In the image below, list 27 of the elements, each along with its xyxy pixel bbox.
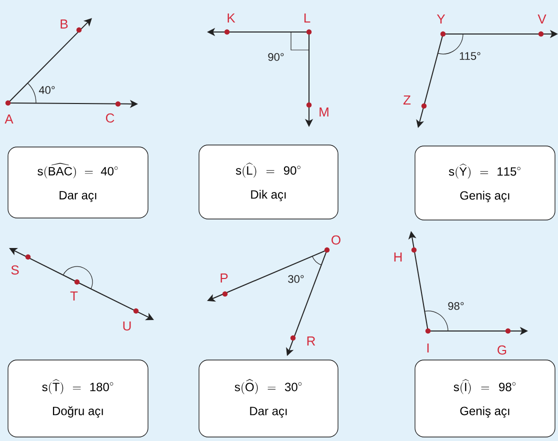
angle-measure: 90° <box>268 53 284 61</box>
point-label: R <box>307 336 316 346</box>
angle-card: $\mathsf{s}(\widehat{\mathsf{Y}}) = \mathsf{115}^{\circ}$ Geniş açı <box>414 146 556 220</box>
angle-card: $\mathsf{s}(\widehat{\mathsf{L}}) = \mathsf{90}^{\circ}$ Dik açı <box>198 144 338 220</box>
point-label: H <box>394 252 402 262</box>
point-label: V <box>538 14 546 24</box>
point-label: T <box>70 292 78 300</box>
angle-measure: 115° <box>460 52 480 60</box>
point-label: K <box>228 14 236 22</box>
point-label: C <box>106 113 114 123</box>
angle-measure: 40° <box>38 86 55 94</box>
angle-card: $\mathsf{s}(\widehat{\mathsf{T}}) = \mathsf{180}^{\circ}$ Doğru açı <box>8 360 148 438</box>
angle-measure: 30° <box>288 275 304 283</box>
point-label: P <box>220 274 228 282</box>
point-label: L <box>304 14 310 22</box>
angle-card: $\mathsf{s}(\widehat{\mathsf{O}}) = \mathsf{30}^{\circ}$ Dar açı <box>198 360 338 438</box>
point-label: O <box>332 235 340 245</box>
point-label: Z <box>403 96 411 104</box>
angle-card: $\mathsf{s}(\widehat{\mathsf{I}}) = \mathsf{98}^{\circ}$ Geniş açı <box>414 360 556 438</box>
angle-measure: 98° <box>448 302 464 310</box>
point-label: B <box>60 20 68 28</box>
point-label: S <box>11 265 19 275</box>
point-label: A <box>4 114 14 124</box>
point-label: U <box>123 321 131 331</box>
angle-card: $\mathsf{s}(\widehat{\mathsf{BAC}}) = \mathsf{40}^{\circ}$ Dar açı <box>8 146 148 218</box>
point-label: M <box>320 108 328 116</box>
point-label: Y <box>436 14 446 24</box>
